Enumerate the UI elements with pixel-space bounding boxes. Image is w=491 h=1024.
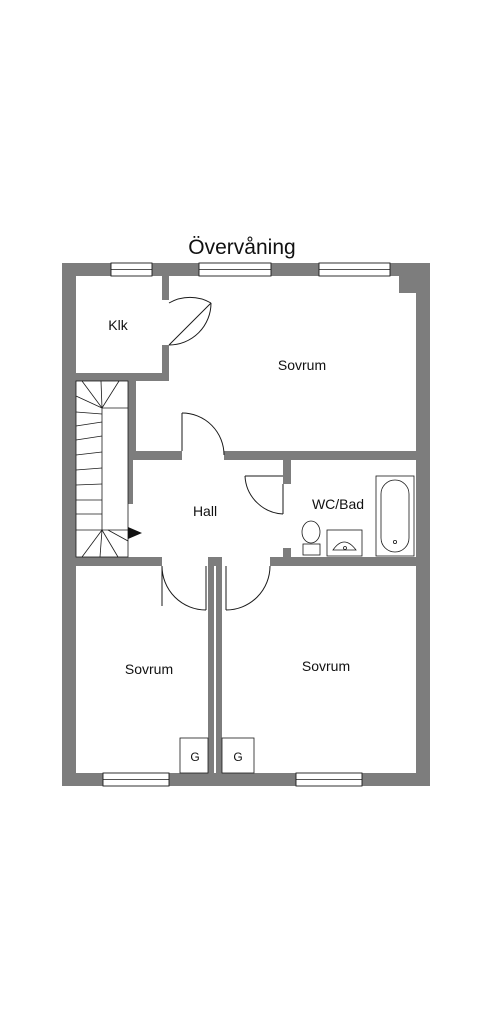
room-label-sovrum-right: Sovrum (302, 658, 350, 674)
room-label-hall: Hall (193, 503, 217, 519)
sink (326, 529, 363, 557)
closet-right (221, 737, 255, 774)
toilet (302, 543, 321, 556)
windows (102, 262, 391, 787)
outer-walls (62, 263, 430, 786)
closet-left-label: G (190, 750, 199, 764)
closets: G G (179, 737, 255, 774)
closet-left (179, 737, 209, 774)
floor-title: Övervåning (188, 236, 295, 259)
stair-arrow-icon (128, 527, 142, 539)
staircase (75, 380, 142, 558)
bath-fixtures (301, 475, 415, 557)
room-label-klk: Klk (108, 317, 128, 333)
room-label-sovrum-left: Sovrum (125, 661, 173, 677)
doors (161, 296, 284, 611)
interior-walls (76, 276, 416, 773)
room-label-sovrum-top: Sovrum (278, 357, 326, 373)
room-label-wc-bad: WC/Bad (312, 496, 364, 512)
bathtub (375, 475, 415, 557)
closet-right-label: G (233, 750, 242, 764)
